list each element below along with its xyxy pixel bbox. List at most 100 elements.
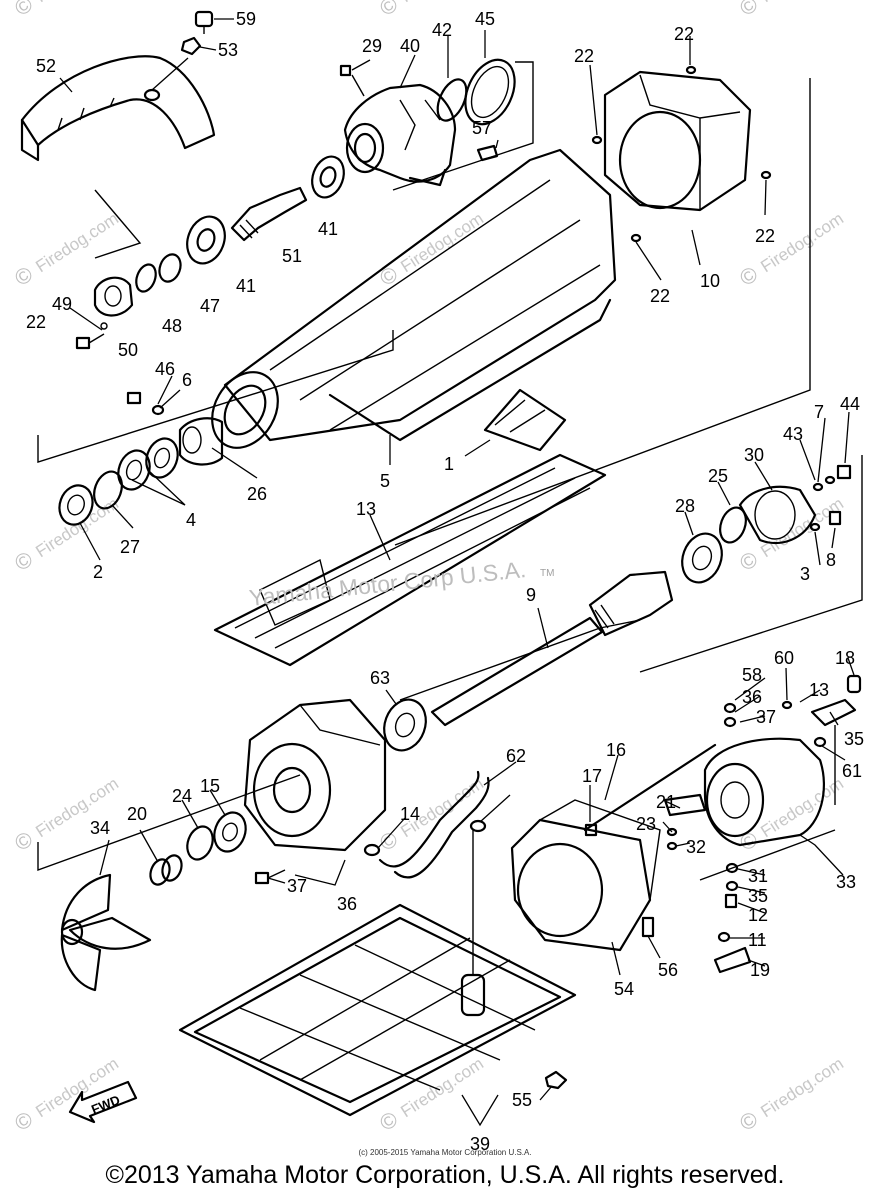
callout-23: 23 bbox=[636, 814, 656, 834]
callout-13: 13 bbox=[356, 499, 376, 519]
part-11-casing bbox=[243, 698, 387, 852]
copyright-symbol-icon: © bbox=[375, 0, 402, 21]
part-9-plate bbox=[213, 453, 607, 667]
part-13-bearing-right bbox=[681, 532, 723, 584]
callout-32: 32 bbox=[686, 837, 706, 857]
part-4-ring bbox=[93, 470, 123, 510]
part-41-bearing-upper bbox=[311, 155, 345, 199]
callout-51: 51 bbox=[282, 246, 302, 266]
part-13-bearing-left bbox=[383, 698, 427, 752]
callout-37: 37 bbox=[756, 707, 776, 727]
callout-36: 36 bbox=[742, 687, 762, 707]
callout-53: 53 bbox=[218, 40, 238, 60]
watermark-text: Firedog.com bbox=[397, 209, 487, 276]
callout-54: 54 bbox=[614, 979, 634, 999]
copyright-symbol-icon: © bbox=[10, 261, 37, 291]
callout-60: 60 bbox=[774, 648, 794, 668]
part-29-screw bbox=[339, 64, 365, 97]
callout-9: 9 bbox=[526, 585, 536, 605]
firedog-watermark: ©Firedog.com bbox=[735, 1054, 847, 1136]
part-58-60-61-62-63 bbox=[781, 674, 862, 748]
copyright-symbol-icon: © bbox=[735, 546, 762, 576]
callout-62: 62 bbox=[506, 746, 526, 766]
part-24-washers bbox=[149, 854, 183, 886]
firedog-watermark: ©Firedog.com bbox=[10, 494, 122, 576]
callout-6: 6 bbox=[182, 370, 192, 390]
callout-18: 18 bbox=[835, 648, 855, 668]
callout-13: 13 bbox=[809, 680, 829, 700]
callout-39: 39 bbox=[470, 1134, 490, 1154]
firedog-watermark: ©Firedog.com bbox=[735, 209, 847, 291]
callout-4: 4 bbox=[186, 510, 196, 530]
part-30-43-44-bolts bbox=[812, 464, 852, 492]
callout-41: 41 bbox=[236, 276, 256, 296]
callout-55: 55 bbox=[512, 1090, 532, 1110]
part-16-hose bbox=[378, 770, 490, 879]
firedog-watermark: ©Firedog.com bbox=[375, 209, 487, 291]
callout-28: 28 bbox=[675, 496, 695, 516]
callout-33: 33 bbox=[836, 872, 856, 892]
callout-11: 11 bbox=[748, 930, 767, 950]
firedog-watermark: ©Firedog.com bbox=[10, 0, 122, 21]
callout-22: 22 bbox=[26, 312, 46, 332]
watermark-text: Firedog.com bbox=[32, 209, 122, 276]
callout-43: 43 bbox=[783, 424, 803, 444]
firedog-watermark: ©Firedog.com bbox=[10, 1054, 122, 1136]
part-3-seal bbox=[58, 484, 94, 526]
callout-26: 26 bbox=[247, 484, 267, 504]
watermark-text: Firedog.com bbox=[397, 1054, 487, 1121]
copyright-symbol-icon: © bbox=[10, 0, 37, 21]
callout-47: 47 bbox=[200, 296, 220, 316]
center-watermark: Yamaha Motor Corp U.S.A. bbox=[248, 556, 527, 611]
part-42-oring bbox=[436, 78, 468, 122]
callout-2: 2 bbox=[93, 562, 103, 582]
callout-36: 36 bbox=[337, 894, 357, 914]
callout-37: 37 bbox=[287, 876, 307, 896]
callout-14: 14 bbox=[400, 804, 420, 824]
watermark-text: Firedog.com bbox=[397, 0, 487, 6]
part-48-oring bbox=[135, 263, 157, 293]
part-22-pins bbox=[591, 65, 772, 243]
copyright-symbol-icon: © bbox=[375, 1106, 402, 1136]
callout-49: 49 bbox=[52, 294, 72, 314]
firedog-watermark: ©Firedog.com bbox=[375, 0, 487, 21]
part-18-shaft bbox=[430, 570, 674, 727]
part-2-bearings bbox=[117, 437, 179, 491]
part-5-collar bbox=[178, 417, 224, 466]
callout-15: 15 bbox=[200, 776, 220, 796]
callout-40: 40 bbox=[400, 36, 420, 56]
callout-8: 8 bbox=[826, 550, 836, 570]
watermark-text: Firedog.com bbox=[32, 0, 122, 6]
part-14-bearing bbox=[213, 811, 247, 853]
copyright-symbol-icon: © bbox=[10, 546, 37, 576]
callout-7: 7 bbox=[814, 402, 824, 422]
callout-59: 59 bbox=[236, 9, 256, 29]
part-31-nozzle bbox=[703, 737, 825, 847]
callout-50: 50 bbox=[118, 340, 138, 360]
part-53-nut bbox=[180, 36, 202, 56]
callout-35: 35 bbox=[748, 886, 768, 906]
copyright-symbol-icon: © bbox=[735, 0, 762, 21]
copyright-symbol-icon: © bbox=[735, 261, 762, 291]
part-47-washer bbox=[158, 253, 182, 283]
watermark-text: Firedog.com bbox=[757, 0, 847, 6]
part-6-bolt bbox=[126, 391, 142, 405]
trademark-mark: TM bbox=[540, 568, 554, 579]
callout-29: 29 bbox=[362, 36, 382, 56]
callout-45: 45 bbox=[475, 9, 495, 29]
firedog-watermark: ©Firedog.com bbox=[10, 209, 122, 291]
callout-5: 5 bbox=[380, 471, 390, 491]
part-19-nozzle-mount bbox=[510, 799, 661, 952]
callout-42: 42 bbox=[432, 20, 452, 40]
small-copyright: (c) 2005-2015 Yamaha Motor Corporation U… bbox=[358, 1148, 532, 1157]
leader-lines bbox=[59, 18, 855, 1127]
callout-44: 44 bbox=[840, 394, 860, 414]
firedog-watermark: ©Firedog.com bbox=[735, 0, 847, 21]
callout-35: 35 bbox=[844, 729, 864, 749]
part-1-tube bbox=[211, 148, 617, 449]
part-38-grate bbox=[178, 830, 577, 1117]
callout-12: 12 bbox=[748, 905, 768, 925]
callout-22: 22 bbox=[650, 286, 670, 306]
